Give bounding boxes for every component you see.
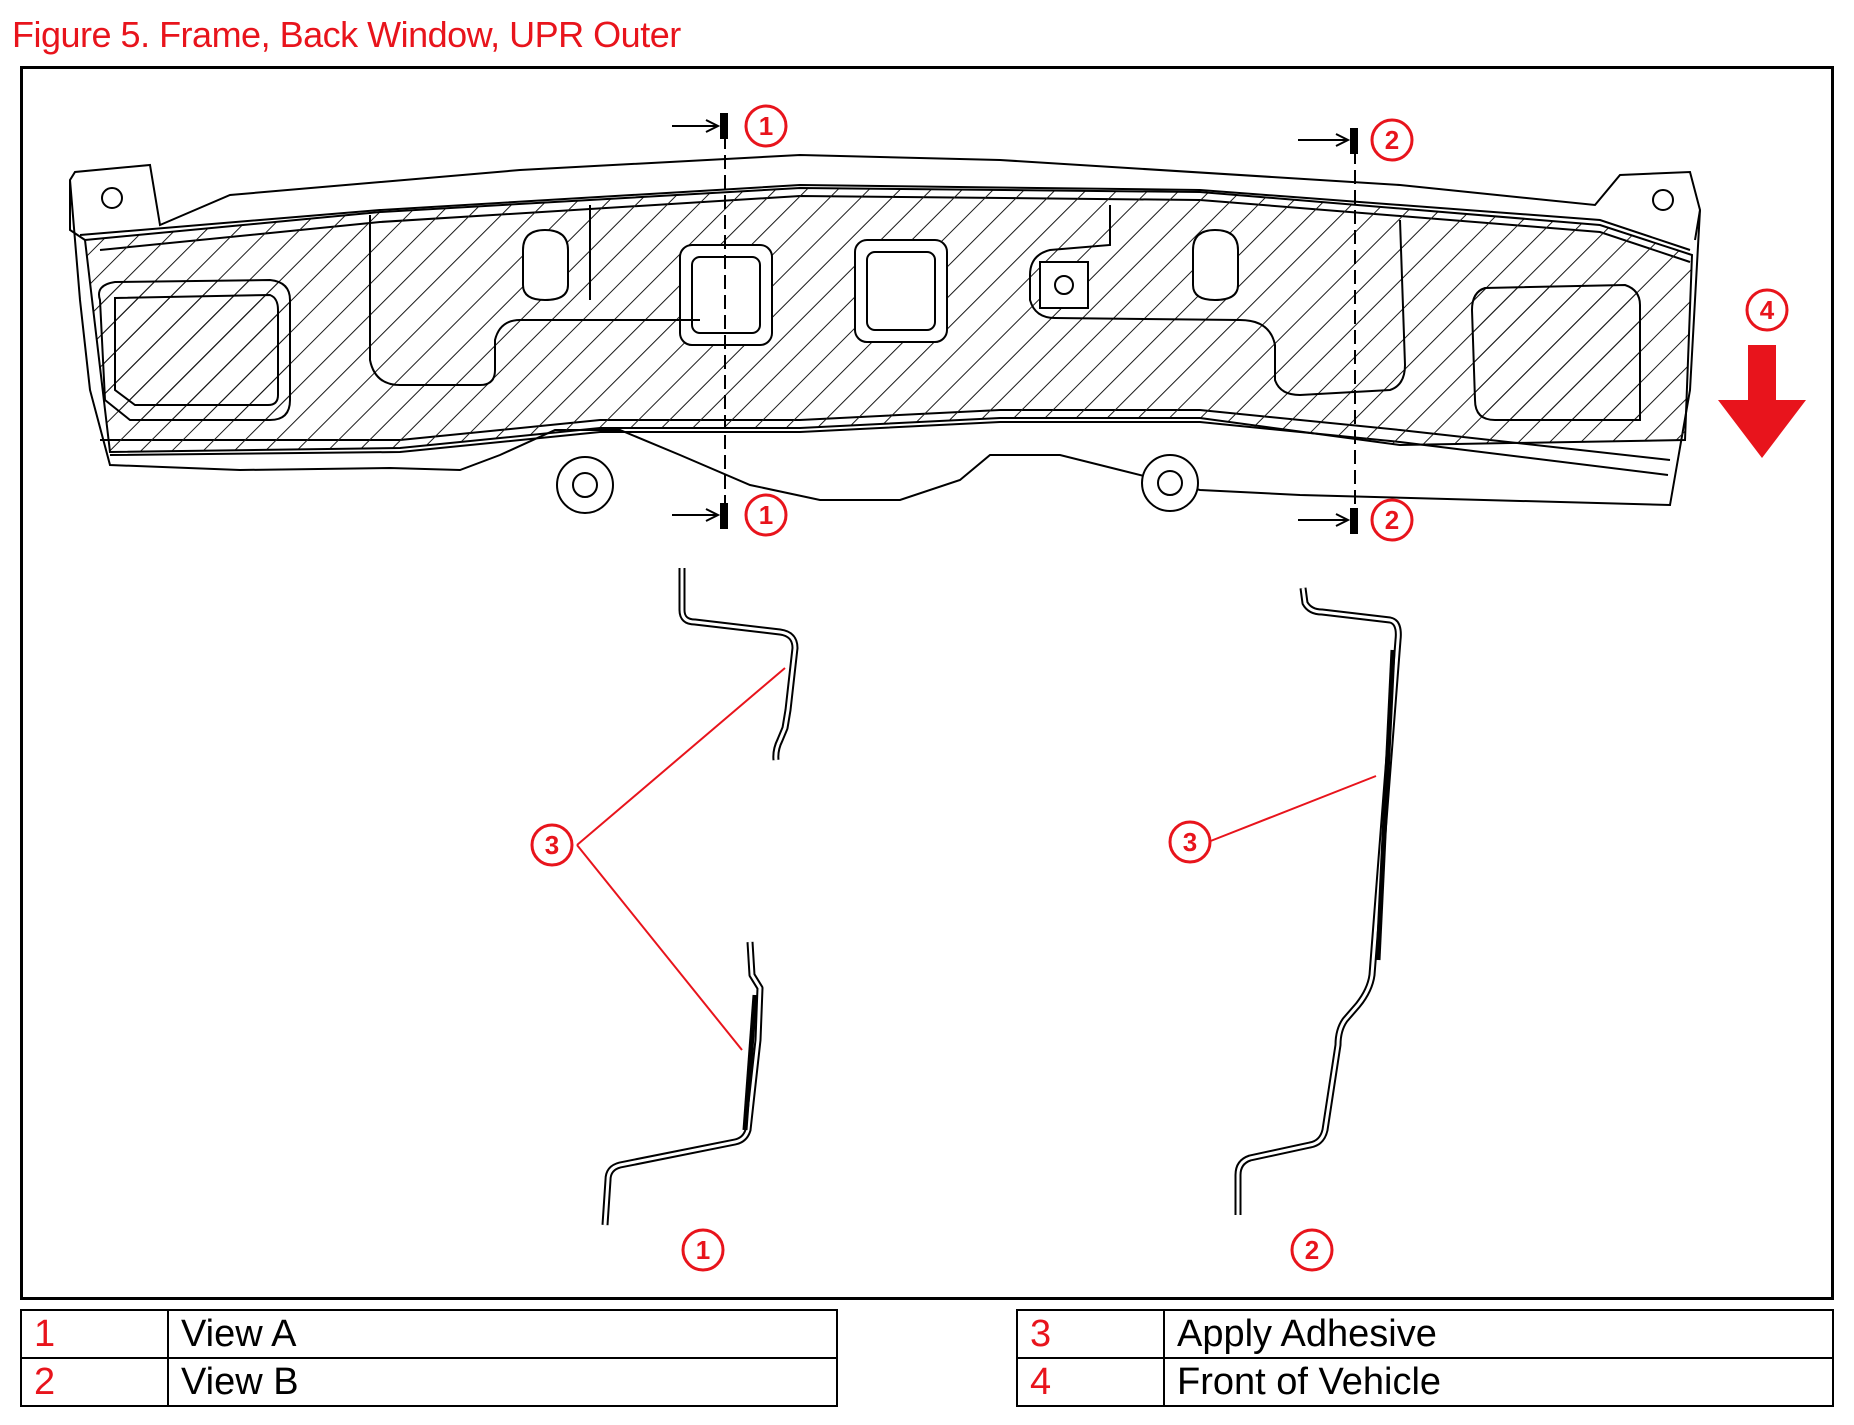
front-arrow-icon: [1718, 345, 1806, 458]
legend-label: View A: [167, 1309, 838, 1359]
section-profile-b: [1234, 587, 1402, 1215]
legend-row: 3 Apply Adhesive: [1016, 1309, 1834, 1359]
frame-channels: [369, 205, 1407, 397]
legend-table-left: 1 View A 2 View B: [20, 1309, 838, 1407]
callout-4-front: 4: [1760, 295, 1775, 325]
adhesive-leader-lines: [576, 667, 1377, 1051]
legend-row: 1 View A: [20, 1309, 838, 1359]
legend-label: Apply Adhesive: [1163, 1309, 1834, 1359]
legend-label: View B: [167, 1357, 838, 1407]
callout-numbers: 1 1 2 2 4 3 3 1 2: [545, 111, 1775, 1265]
figure-title: Figure 5. Frame, Back Window, UPR Outer: [12, 14, 681, 55]
figure-frame: [20, 66, 1834, 1300]
callout-3-right: 3: [1183, 827, 1197, 857]
legend-number: 3: [1016, 1309, 1165, 1359]
legend-label: Front of Vehicle: [1163, 1357, 1834, 1407]
callout-2-view-label: 2: [1305, 1235, 1319, 1265]
frame-holes: [101, 187, 1674, 514]
legend-number: 4: [1016, 1357, 1165, 1407]
legend-table-right: 3 Apply Adhesive 4 Front of Vehicle: [1016, 1309, 1834, 1407]
legend-number: 1: [20, 1309, 169, 1359]
legend-row: 4 Front of Vehicle: [1016, 1357, 1834, 1407]
section-line-b: [1298, 128, 1358, 534]
callout-1-view-label: 1: [696, 1235, 710, 1265]
callout-circles: [530, 104, 1789, 1272]
legend-number: 2: [20, 1357, 169, 1407]
callout-1-bottom: 1: [759, 500, 773, 530]
legend-row: 2 View B: [20, 1357, 838, 1407]
callout-2-bottom: 2: [1385, 505, 1399, 535]
section-line-a: [672, 113, 728, 529]
callout-3-left: 3: [545, 830, 559, 860]
section-profile-a: [601, 568, 799, 1226]
frame-openings: [98, 228, 1641, 421]
callout-1-top: 1: [759, 111, 773, 141]
callout-2-top: 2: [1385, 125, 1399, 155]
